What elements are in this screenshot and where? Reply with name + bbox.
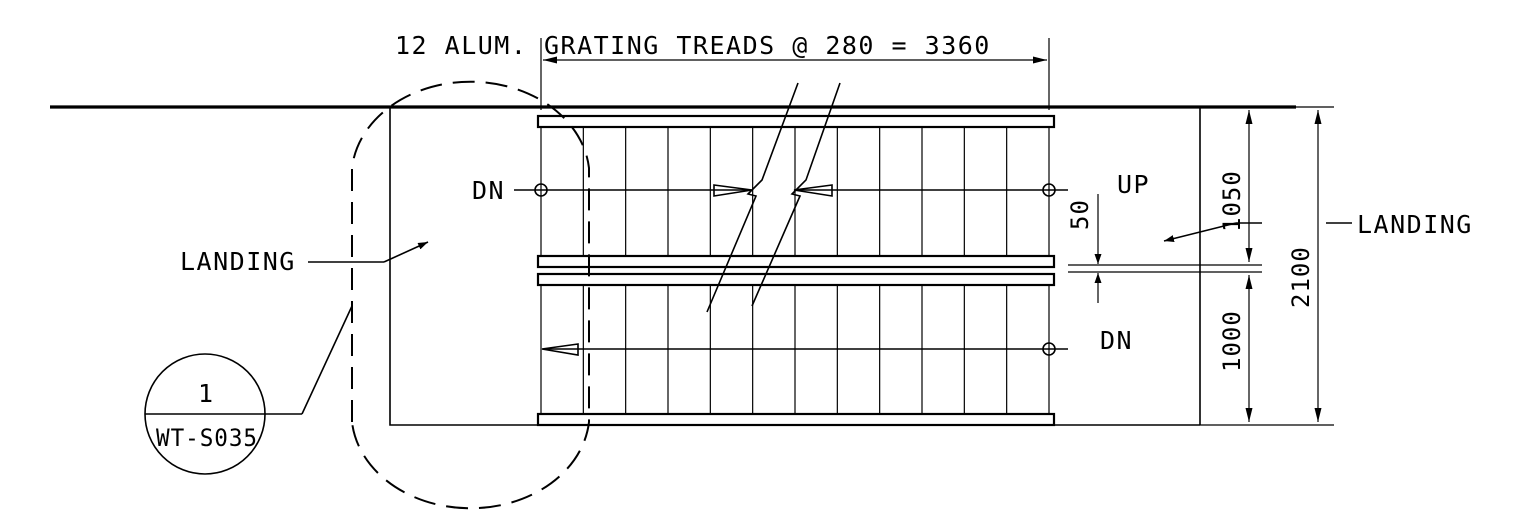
- label-landing-left: LANDING: [180, 247, 296, 276]
- leader-landing-left-arrow: [383, 241, 429, 263]
- walkline-start-lower: [1042, 342, 1056, 356]
- detail-sheet: WT-S035: [156, 424, 258, 452]
- detail-number: 1: [198, 379, 215, 408]
- stringer-middle: [536, 254, 1056, 287]
- dim-total-width: 2100: [1287, 246, 1315, 308]
- detail-boundary-dashed: [351, 80, 590, 510]
- label-landing-right: LANDING: [1357, 210, 1473, 239]
- dim-lower-flight: 1000: [1218, 310, 1246, 372]
- stringer-bottom: [536, 412, 1056, 427]
- label-dn-bottom: DN: [1100, 326, 1133, 355]
- label-up: UP: [1117, 170, 1150, 199]
- left-landing-outline: [389, 107, 541, 426]
- walkline-arrow-lower: [541, 343, 579, 356]
- dim-gap: 50: [1066, 199, 1094, 230]
- break-line-right: [751, 82, 841, 307]
- break-line-left: [706, 82, 799, 313]
- walkline-arrow-left: [713, 184, 753, 197]
- label-dn-top: DN: [472, 176, 505, 205]
- detail-callout: 1 WT-S035: [144, 305, 353, 475]
- tread-dimension-title: 12 ALUM. GRATING TREADS @ 280 = 3360: [395, 31, 991, 60]
- stringer-top: [536, 114, 1056, 129]
- leader-landing-right-arrow: [1163, 222, 1237, 242]
- walkline-start-right: [1042, 183, 1056, 197]
- walkline-arrow-right: [793, 184, 833, 197]
- dim-upper-flight: 1050: [1218, 170, 1246, 232]
